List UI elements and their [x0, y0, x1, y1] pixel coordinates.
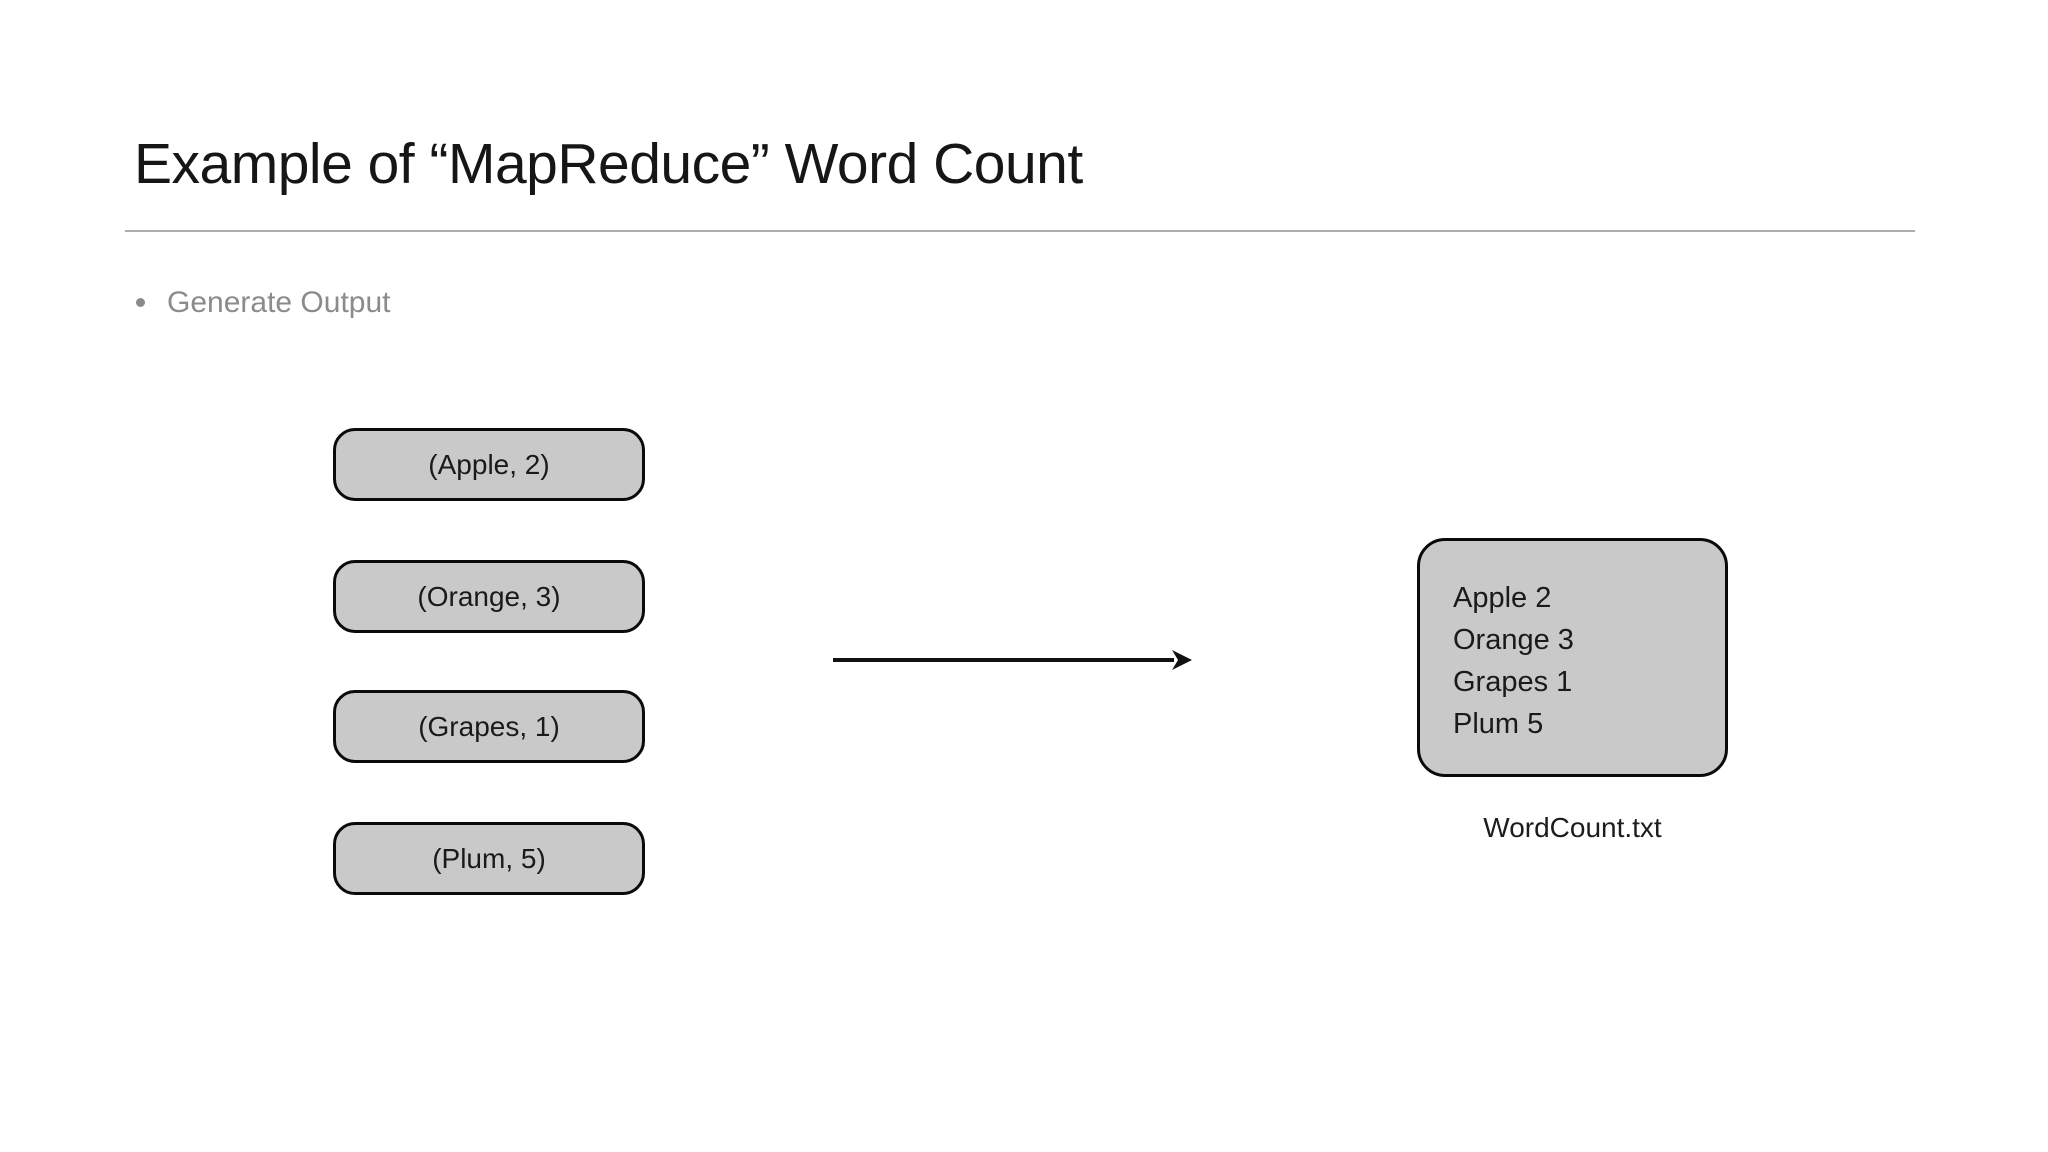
right-arrow-icon [833, 650, 1192, 670]
output-line: Apple 2 [1453, 582, 1552, 614]
bullet-item: Generate Output [136, 286, 390, 319]
pair-node-label: (Orange, 3) [417, 580, 561, 612]
pair-node-label: (Apple, 2) [428, 448, 550, 480]
output-line: Grapes 1 [1453, 666, 1573, 698]
bullet-dot-icon [136, 298, 145, 307]
pair-node-plum: (Plum, 5) [333, 822, 645, 895]
pair-node-label: (Grapes, 1) [418, 710, 560, 742]
pair-node-apple: (Apple, 2) [333, 428, 645, 501]
pair-node-grapes: (Grapes, 1) [333, 690, 645, 763]
bullet-text: Generate Output [167, 286, 391, 319]
output-file-box: Apple 2 Orange 3 Grapes 1 Plum 5 [1417, 538, 1728, 777]
slide-title: Example of “MapReduce” Word Count [134, 132, 1083, 196]
output-line: Orange 3 [1453, 624, 1574, 656]
pair-node-orange: (Orange, 3) [333, 560, 645, 633]
output-file-caption: WordCount.txt [1483, 812, 1662, 843]
pair-node-label: (Plum, 5) [432, 842, 546, 874]
title-divider [125, 230, 1915, 232]
output-line: Plum 5 [1453, 708, 1544, 740]
